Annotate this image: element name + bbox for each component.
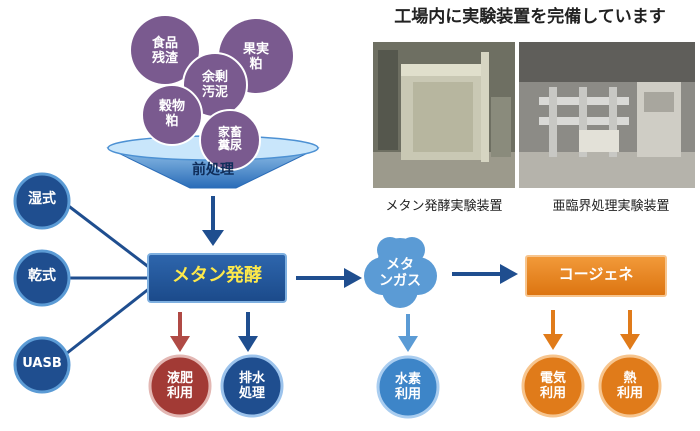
wastewater-treatment-label: 排水 処理 [222,372,282,401]
arrow-to-heat [620,310,640,350]
methane-fermentation-apparatus-photo [373,42,515,188]
feedstock-label: 余剰 汚泥 [185,71,245,100]
arrow-fermentation-to-methane [296,268,362,288]
method-connectors [62,201,150,357]
photo-caption-fermentation: メタン発酵実験装置 [366,200,522,215]
heat-use-label: 熱 利用 [600,372,660,401]
cogeneration-label: コージェネ [526,266,666,283]
page-heading: 工場内に実験装置を完備しています [360,8,700,27]
arrow-to-fertilizer [170,312,190,352]
feedstock-label: 食品 残渣 [135,37,195,66]
arrow-methane-to-hydrogen [398,314,418,352]
arrow-funnel-to-fermentation [202,196,224,246]
subcritical-treatment-apparatus-photo [519,42,695,188]
feedstock-label: 穀物 粕 [142,100,202,129]
pretreatment-label: 前処理 [163,163,263,179]
arrow-methane-to-cogeneration [452,264,518,284]
feedstock-label: 家畜 糞尿 [200,126,260,153]
fertilizer-use-label: 液肥 利用 [150,372,210,401]
method-label-wet: 湿式 [12,192,72,208]
fermentation-label: メタン発酵 [148,266,286,286]
arrow-to-wastewater [238,312,258,352]
method-label-uasb: UASB [12,357,72,372]
arrow-to-electricity [543,310,563,350]
feedstock-label: 果実 粕 [226,43,286,72]
methane-gas-label: メタ ンガス [370,258,430,289]
hydrogen-use-label: 水素 利用 [378,373,438,402]
photo-caption-subcritical: 亜臨界処理実験装置 [530,200,692,215]
electricity-use-label: 電気 利用 [523,372,583,401]
method-label-dry: 乾式 [12,269,72,285]
